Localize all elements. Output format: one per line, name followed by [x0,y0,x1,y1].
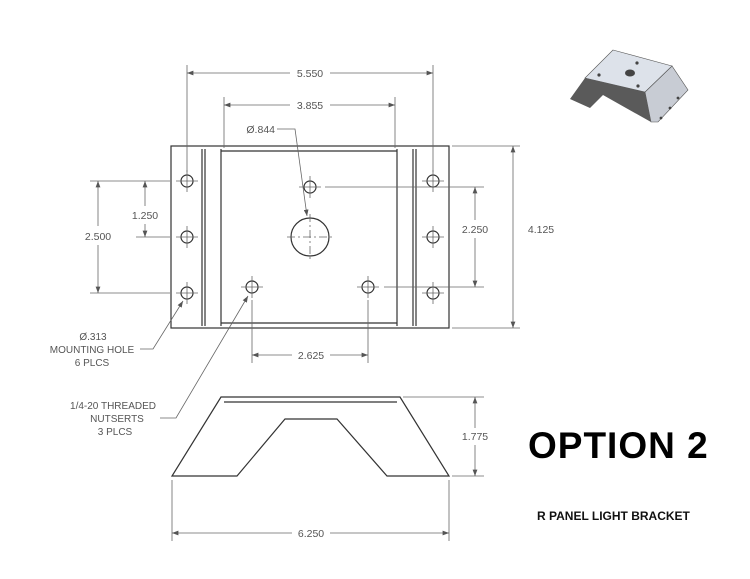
dim-1775: 1.775 [462,431,488,443]
option-title: OPTION 2 [528,425,709,466]
dim-2250: 2.250 [462,224,488,236]
note-nutserts-line2: NUTSERTS [90,414,144,425]
part-name: R PANEL LIGHT BRACKET [537,509,690,523]
dim-center-hole: Ø.844 [246,124,275,136]
dim-4125: 4.125 [528,224,554,236]
note-nutserts-line3: 3 PLCS [98,427,133,438]
note-mounting-line2: MOUNTING HOLE [50,345,135,356]
dim-5550: 5.550 [297,68,323,80]
dimension-lines [90,65,520,419]
note-mounting-line1: Ø.313 [79,332,107,343]
dim-6250: 6.250 [298,528,324,540]
dim-2625: 2.625 [298,350,324,362]
dim-3855: 3.855 [297,100,323,112]
side-view [170,396,484,541]
bracket-3d-render [570,49,689,123]
dim-2500: 2.500 [85,231,111,243]
top-view [170,145,450,329]
note-nutserts-line1: 1/4-20 THREADED [70,401,156,412]
dim-1250: 1.250 [132,210,158,222]
note-mounting-line3: 6 PLCS [75,358,110,369]
